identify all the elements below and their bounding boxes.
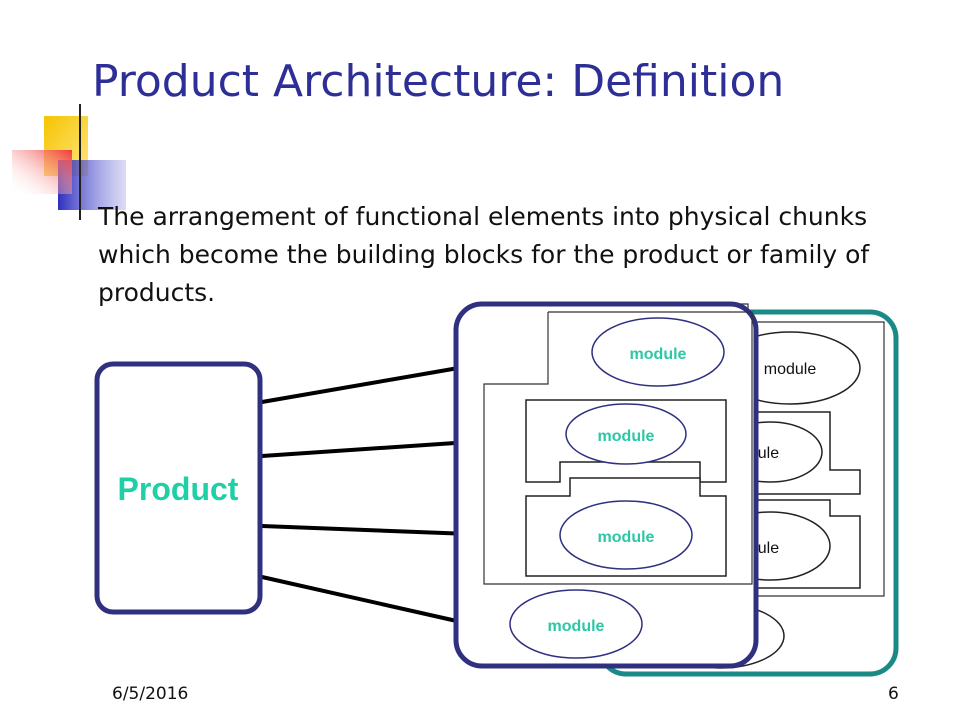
- product-label: Product: [118, 471, 239, 507]
- connector-line: [261, 364, 471, 404]
- module-ellipse: [509, 589, 643, 659]
- definition-text: The arrangement of functional elements i…: [98, 202, 870, 307]
- module-label: module: [548, 618, 605, 635]
- module-label: module: [598, 529, 655, 546]
- module-ellipse: [591, 317, 725, 387]
- connector-line: [261, 440, 471, 458]
- front-chunk-outline: [483, 311, 753, 585]
- page-number: 6: [888, 684, 899, 704]
- back-module-label: module: [764, 361, 817, 378]
- module-ellipse: [559, 500, 693, 570]
- footer-date: 6/5/2016: [112, 684, 189, 704]
- module-label: module: [630, 346, 687, 363]
- front-chunk-group: module module module module: [453, 301, 759, 669]
- product-box: [94, 361, 263, 615]
- module-label: module: [598, 428, 655, 445]
- module-ellipse: [565, 403, 687, 465]
- connector-line: [261, 575, 471, 626]
- connector-line: [261, 524, 471, 536]
- slide-title: Product Architecture: Definition: [92, 56, 785, 107]
